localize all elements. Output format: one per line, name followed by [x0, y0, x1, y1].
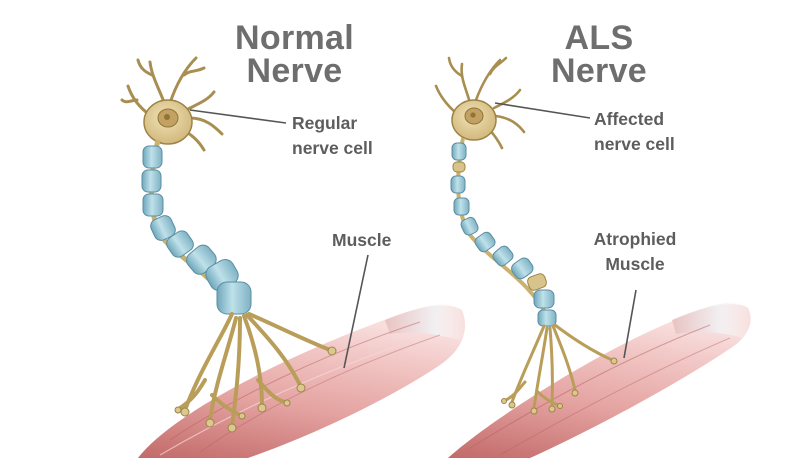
leader-muscle: [343, 254, 369, 369]
affected-nerve-cell-label: Affected nerve cell: [594, 107, 675, 157]
atrophied-muscle: [448, 302, 753, 458]
normal-title-line2: Nerve: [246, 52, 343, 90]
normal-nerve-cell: [143, 99, 193, 145]
affected-label-line1: Affected: [594, 109, 665, 129]
normal-axon: [141, 139, 252, 315]
als-axon: [450, 137, 557, 327]
affected-nerve-cell: [451, 99, 497, 141]
normal-title-line1: Normal: [235, 19, 354, 57]
atrophied-label-line1: Atrophied: [593, 229, 677, 249]
regular-label-line1: Regular: [292, 113, 358, 133]
als-nerve-title: ALS Nerve: [536, 19, 662, 90]
als-terminal-bulbs: [501, 357, 618, 415]
leader-lines: [189, 102, 637, 369]
regular-nerve-cell-label: Regular nerve cell: [292, 111, 373, 161]
leader-affected-cell: [494, 102, 591, 119]
normal-muscle: [138, 304, 468, 458]
normal-terminal-bulbs: [174, 346, 337, 433]
muscle-label-text: Muscle: [332, 230, 392, 250]
normal-axon-terminals: [178, 312, 332, 427]
als-title-line1: ALS: [564, 19, 634, 57]
atrophied-muscle-label: Atrophied Muscle: [583, 227, 687, 277]
normal-nerve-title: Normal Nerve: [223, 19, 366, 90]
als-axon-terminals: [504, 323, 614, 410]
affected-label-line2: nerve cell: [594, 134, 675, 154]
regular-label-line2: nerve cell: [292, 138, 373, 158]
atrophied-label-line2: Muscle: [605, 254, 665, 274]
als-title-line2: Nerve: [550, 52, 647, 90]
leader-atrophied-muscle: [623, 289, 637, 359]
leader-regular-cell: [189, 109, 287, 124]
muscle-label: Muscle: [332, 228, 391, 253]
